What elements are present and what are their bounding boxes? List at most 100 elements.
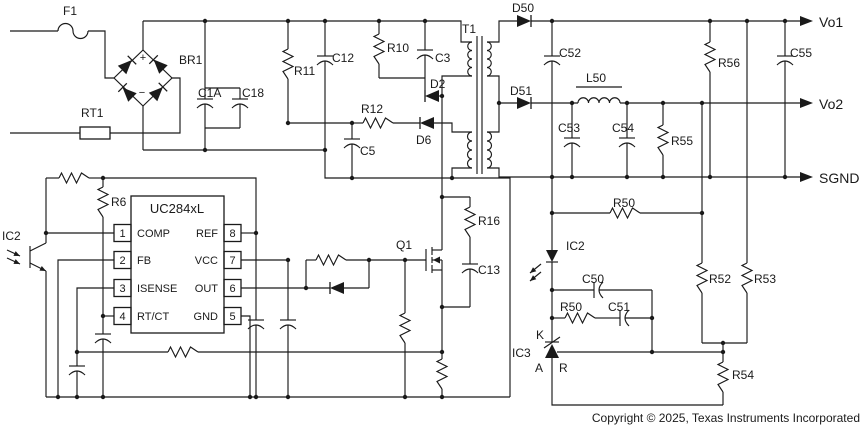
junction-dot [699,210,705,216]
junction-dot [253,230,259,236]
junction-dot [549,315,555,321]
junction-dot [439,93,445,99]
label-r: R [559,361,568,375]
pin-box-3 [113,278,132,298]
diode-d50 [517,15,532,27]
junction-dot [449,175,455,181]
junction-dot [74,349,80,355]
label-a: A [535,361,543,375]
pin-number-8: 8 [229,228,235,240]
pin-box-5 [223,306,242,326]
pin-number-1: 1 [119,228,125,240]
junction-dot [549,287,555,293]
diode-bridge-2 [148,54,168,74]
junction-dot [366,257,372,263]
label-r50-bottom: R50 [560,300,582,314]
opto-light-arrow [13,251,20,256]
wire [434,122,472,133]
label-r6: R6 [111,195,127,209]
label-c52: C52 [559,46,581,60]
label-c13: C13 [478,263,500,277]
label-r55: R55 [671,134,693,148]
pin-box-2 [113,250,132,270]
pin-number-3: 3 [119,283,125,295]
junction-dot [569,100,575,106]
resistor-zigzag [281,48,295,80]
ic-title: UC284xL [150,201,204,216]
pin-number-4: 4 [119,311,125,323]
wire [451,167,472,178]
pin-label-vcc: VCC [195,255,218,267]
opto-emitter [39,265,46,271]
junction-dot [202,18,208,24]
resistor-zigzag [362,116,394,130]
label-f1: F1 [63,4,77,18]
junction-dot [649,349,655,355]
label-d51: D51 [510,84,532,98]
resistor-zigzag [564,311,596,325]
diode-d51 [517,97,532,109]
label-ic3: IC3 [512,346,531,360]
wire [241,315,251,397]
junction-dot [549,210,555,216]
resistor-zigzag [716,361,730,393]
junction-dot [285,394,291,400]
resistor-zigzag [435,358,449,390]
wire [551,358,723,406]
inductor-l50-symbol [577,97,621,104]
label-r56: R56 [718,56,740,70]
label-c53: C53 [558,121,580,135]
copyright-text: Copyright © 2025, Texas Instruments Inco… [592,411,860,425]
wire [110,77,181,134]
pin-number-5: 5 [229,311,235,323]
resistor-zigzag [609,206,641,220]
junction-dot [100,394,106,400]
wire [487,20,517,43]
resistor-zigzag [167,345,199,359]
junction-dot [202,147,208,153]
pin-label-rtct: RT/CT [137,311,169,323]
junction-dot [43,230,49,236]
pin-box-6 [223,278,242,298]
pin-label-comp: COMP [137,228,170,240]
label-t1: T1 [462,22,476,36]
resistor-zigzag [96,186,110,218]
resistor-zigzag [315,253,347,267]
sgnd-arrow [800,172,813,182]
q1-arrow [433,256,440,264]
wire [441,75,472,250]
label-vo1: Vo1 [819,14,843,30]
t1-secondary1-winding [486,41,492,77]
junction-dot [720,349,726,355]
label-r12: R12 [361,102,383,116]
junction-dot [649,315,655,321]
junction-dot [660,174,666,180]
resistor-zigzag [372,33,386,65]
wire [324,150,511,397]
resistor-zigzag [398,312,412,344]
label-d50: D50 [512,1,534,15]
label-q1: Q1 [396,238,412,252]
label-c5: C5 [360,144,376,158]
wire [103,177,257,233]
label-r52: R52 [709,272,731,286]
label-d2: D2 [430,77,446,91]
junction-dot [782,18,788,24]
junction-dot [247,394,253,400]
label-r16: R16 [478,214,500,228]
pin-label-gnd: GND [194,311,219,323]
resistor-zigzag [740,262,754,294]
vo2-arrow [800,98,813,108]
junction-dot [707,18,713,24]
pin-number-7: 7 [229,255,235,267]
tl431-ic3-symbol [545,344,559,358]
junction-dot [699,100,705,106]
junction-dot [624,174,630,180]
t1-primary-winding [467,41,473,77]
label-c3: C3 [435,51,451,65]
label-c18: C18 [242,86,264,100]
wire [487,167,800,178]
optocoupler-led-symbol [546,250,558,262]
